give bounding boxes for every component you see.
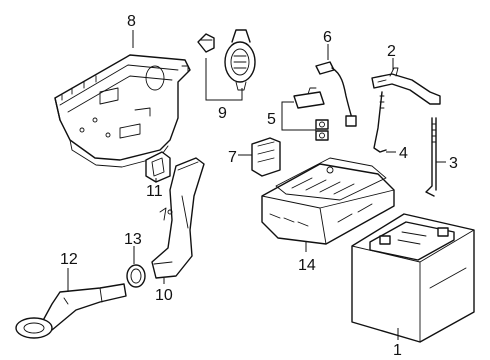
callout-3: 3 xyxy=(449,155,458,172)
callout-10: 10 xyxy=(155,287,173,304)
callout-12: 12 xyxy=(60,251,78,268)
callout-5: 5 xyxy=(267,111,276,128)
sensor-drawing xyxy=(293,87,329,141)
callout-6: 6 xyxy=(323,29,332,46)
vent-duct-drawing xyxy=(151,157,205,279)
hold-down-rod-drawing xyxy=(373,91,387,153)
callout-14: 14 xyxy=(298,257,316,274)
vent-fitting-drawing xyxy=(197,29,256,91)
callout-9: 9 xyxy=(218,105,227,122)
mounting-clip-drawing xyxy=(251,137,281,177)
battery-drawing xyxy=(351,213,475,343)
seal-ring-drawing xyxy=(145,151,171,183)
callout-8: 8 xyxy=(127,13,136,30)
ground-cable-drawing xyxy=(315,61,357,127)
callout-1: 1 xyxy=(393,342,402,359)
insulator-cover-drawing xyxy=(261,157,395,245)
leader-9 xyxy=(205,58,243,101)
hold-down-bolt-drawing xyxy=(425,117,437,197)
leader-5 xyxy=(281,101,316,131)
callout-7: 7 xyxy=(228,149,237,166)
hold-down-bracket-drawing xyxy=(371,67,441,105)
callout-11: 11 xyxy=(146,183,163,200)
drain-tube-drawing xyxy=(15,283,127,339)
callout-4: 4 xyxy=(399,145,408,162)
callout-13: 13 xyxy=(124,231,142,248)
battery-tray-drawing xyxy=(54,54,191,168)
callout-2: 2 xyxy=(387,43,396,60)
grommet-drawing xyxy=(126,264,146,288)
